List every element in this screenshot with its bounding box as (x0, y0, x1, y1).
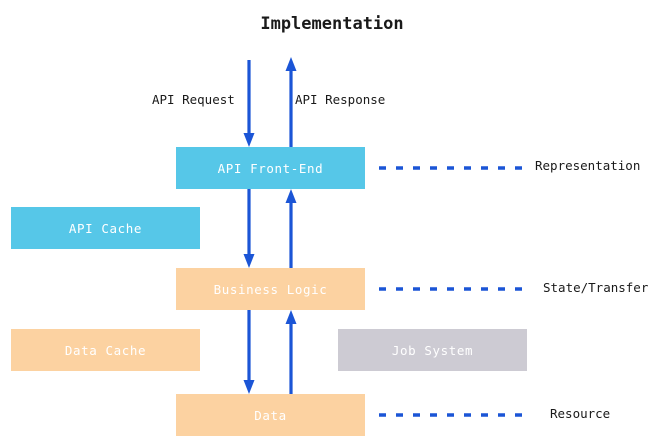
node-job-system[interactable]: Job System (338, 329, 527, 371)
node-label: API Front-End (217, 160, 324, 176)
side-label-state-transfer: State/Transfer (543, 280, 649, 295)
arrow-head-front-end-to-business (243, 254, 255, 268)
node-business-logic[interactable]: Business Logic (176, 268, 365, 310)
page-title: Implementation (260, 14, 404, 34)
arrow-head-data-to-business (285, 310, 297, 324)
arrow-head-business-to-data (243, 380, 255, 394)
arrow-head-front-end-to-response (285, 57, 297, 71)
node-data[interactable]: Data (176, 394, 365, 436)
node-label: Data (254, 407, 287, 423)
arrow-head-business-to-front-end (285, 189, 297, 203)
node-label: Data Cache (64, 342, 147, 358)
side-label-resource: Resource (550, 406, 611, 421)
side-label-representation: Representation (535, 158, 641, 173)
edge-label-api-request: API Request (152, 92, 235, 107)
node-label: API Cache (68, 220, 143, 236)
node-label: Business Logic (213, 281, 328, 297)
node-api-front-end[interactable]: API Front-End (176, 147, 365, 189)
node-api-cache[interactable]: API Cache (11, 207, 200, 249)
edge-label-api-response: API Response (295, 92, 386, 107)
node-label: Job System (391, 342, 474, 358)
arrow-head-request-to-front-end (243, 133, 255, 147)
node-data-cache[interactable]: Data Cache (11, 329, 200, 371)
